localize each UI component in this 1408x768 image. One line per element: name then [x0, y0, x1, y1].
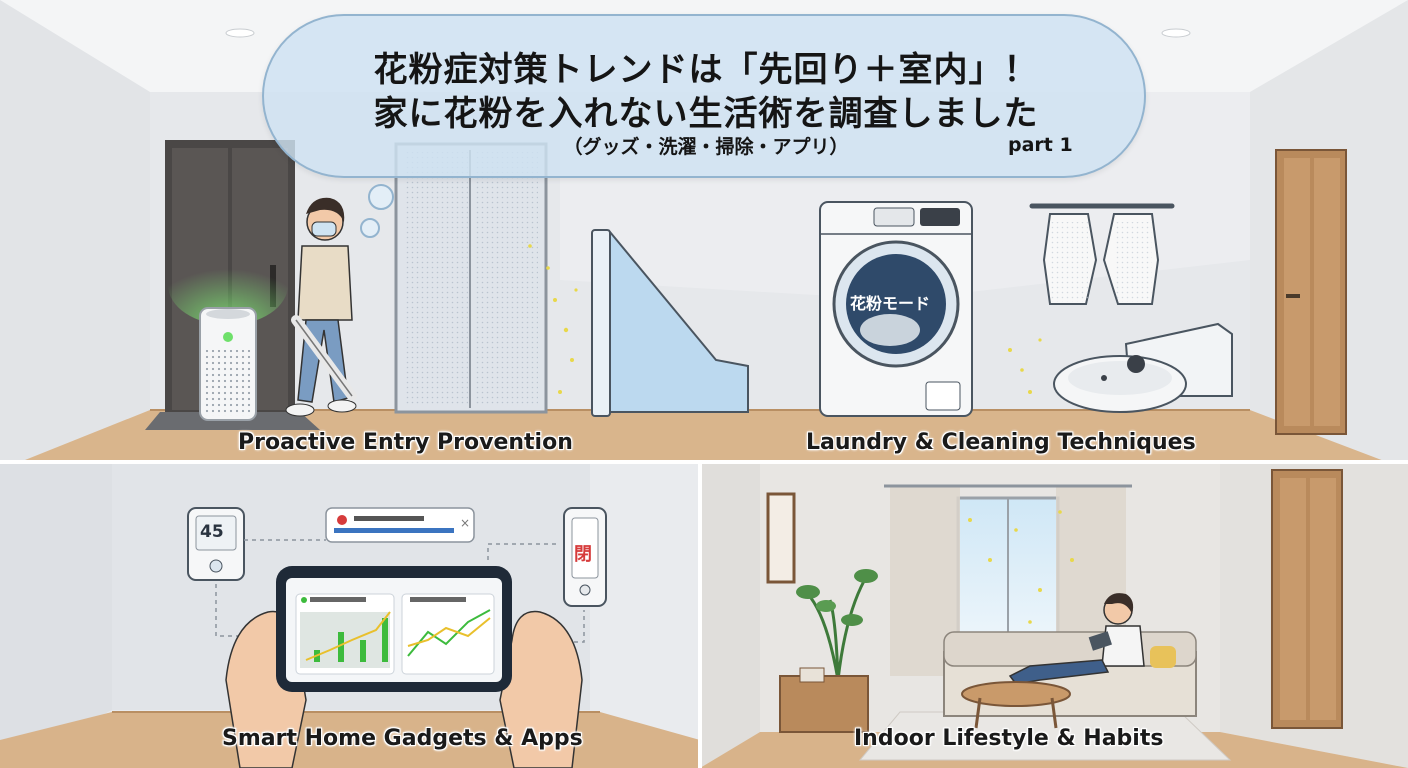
washer-drum-label: 花粉モード [850, 294, 931, 313]
air-purifier [168, 245, 288, 421]
title-line-3: （グッズ・洗濯・掃除・アプリ） [563, 136, 849, 158]
person-entering [285, 197, 357, 417]
thought-dot-small [360, 218, 380, 238]
pollen-particles-window [968, 510, 1074, 624]
section-label-smart: Smart Home Gadgets & Apps [222, 726, 583, 751]
living-room-panel [700, 462, 1408, 768]
hanging-gloves [1029, 203, 1175, 305]
door-sensor-label: 閉 [574, 544, 592, 565]
humidity-display: 45 [200, 522, 224, 542]
section-label-lifestyle: Indoor Lifestyle & Habits [854, 726, 1164, 751]
smartphone-app [225, 566, 583, 768]
washing-machine [819, 201, 973, 417]
section-label-laundry: Laundry & Cleaning Techniques [806, 430, 1196, 455]
right-door [1275, 149, 1347, 435]
screen-door [394, 142, 548, 414]
robot-vacuum [1053, 322, 1233, 413]
svg-text:×: × [460, 516, 470, 530]
title-line-1: 花粉症対策トレンドは「先回り＋室内」！ [373, 50, 1039, 90]
title-bubble: 花粉症対策トレンドは「先回り＋室内」！ 家に花粉を入れない生活術を調査しました … [262, 14, 1146, 178]
part-label: part 1 [1008, 134, 1073, 156]
section-label-entry: Proactive Entry Provention [238, 430, 573, 455]
title-line-2: 家に花粉を入れない生活術を調査しました [373, 94, 1039, 134]
thought-dot-large [368, 184, 394, 210]
window-panel [591, 229, 749, 417]
